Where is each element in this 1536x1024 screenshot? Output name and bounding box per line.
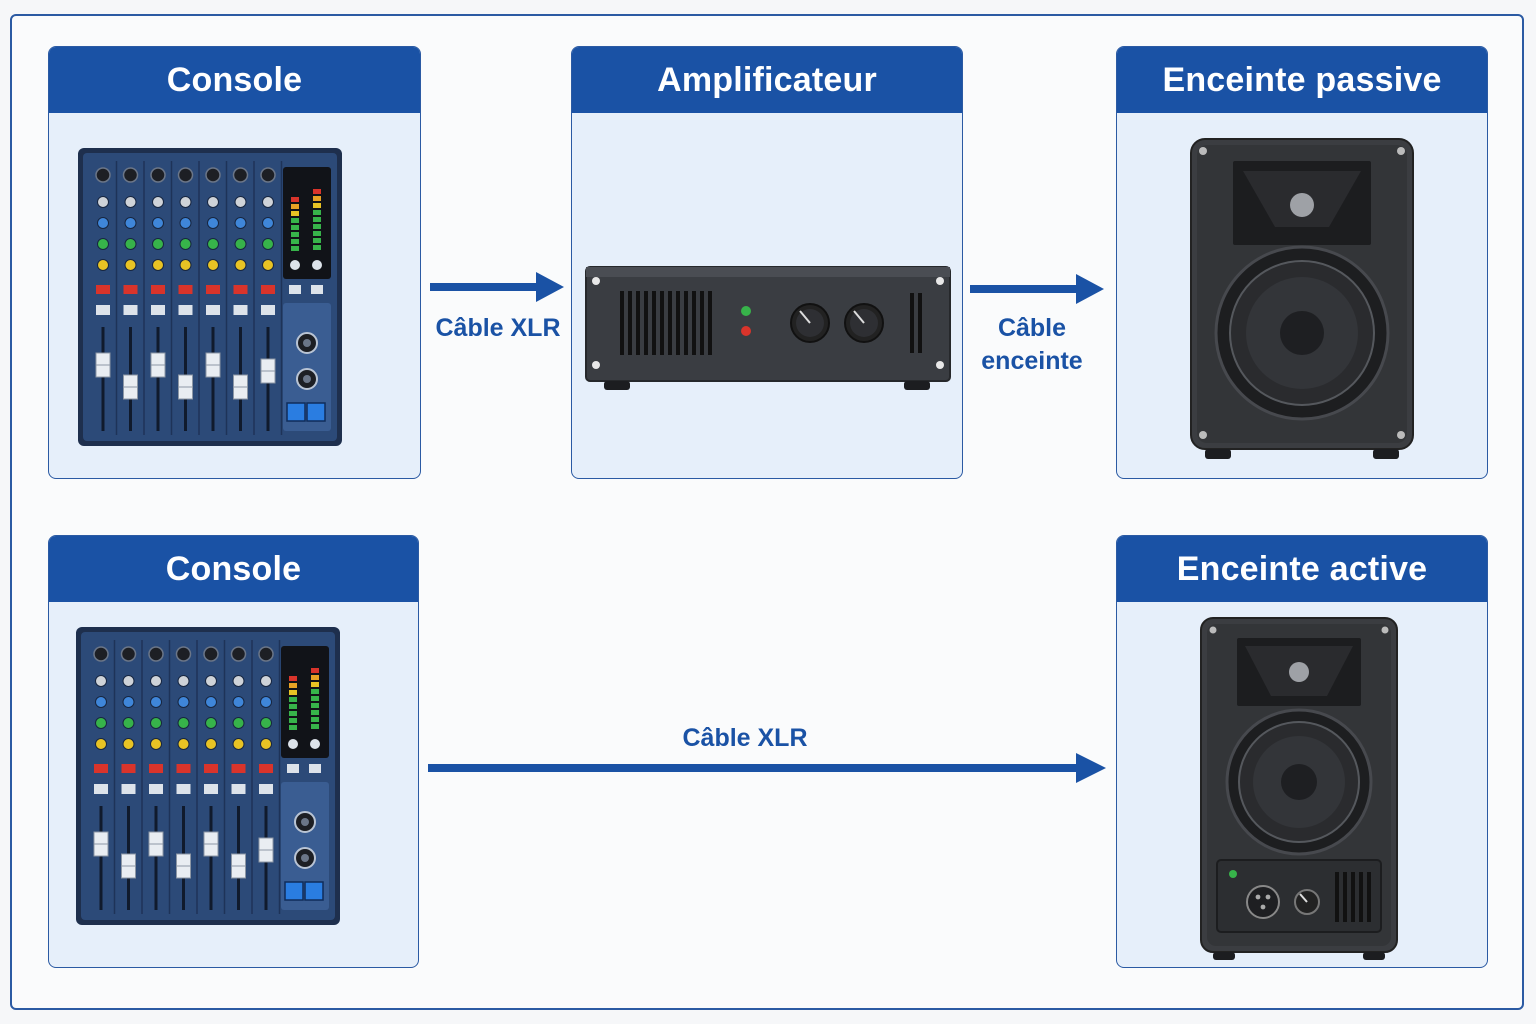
console-card-top: Console bbox=[48, 46, 421, 479]
amplifier-title: Amplificateur bbox=[572, 47, 962, 113]
console-title-top: Console bbox=[49, 47, 420, 113]
passive-speaker-icon bbox=[1190, 138, 1414, 459]
active-speaker-card: Enceinte active bbox=[1116, 535, 1488, 968]
arrow-right-icon bbox=[970, 274, 1104, 304]
cable-label-speaker: Câble enceinte bbox=[970, 312, 1094, 377]
cable-label-speaker-line1: Câble bbox=[997, 314, 1067, 342]
console-card-bottom: Console bbox=[48, 535, 419, 968]
amplifier-card: Amplificateur bbox=[571, 46, 963, 479]
mixer-console-icon bbox=[78, 148, 342, 446]
console-title-bottom: Console bbox=[49, 536, 418, 602]
cable-label-xlr-bottom: Câble XLR bbox=[682, 724, 808, 752]
passive-speaker-card: Enceinte passive bbox=[1116, 46, 1488, 479]
active-speaker-title: Enceinte active bbox=[1117, 536, 1487, 602]
mixer-console-icon bbox=[76, 627, 340, 925]
active-speaker-icon bbox=[1200, 617, 1398, 960]
cable-label-xlr-top: Câble XLR bbox=[435, 314, 561, 342]
arrow-right-icon bbox=[428, 753, 1106, 783]
arrow-right-icon bbox=[430, 272, 564, 302]
cable-label-speaker-line2: enceinte bbox=[981, 346, 1083, 375]
passive-speaker-title: Enceinte passive bbox=[1117, 47, 1487, 113]
amplifier-icon bbox=[585, 266, 951, 390]
